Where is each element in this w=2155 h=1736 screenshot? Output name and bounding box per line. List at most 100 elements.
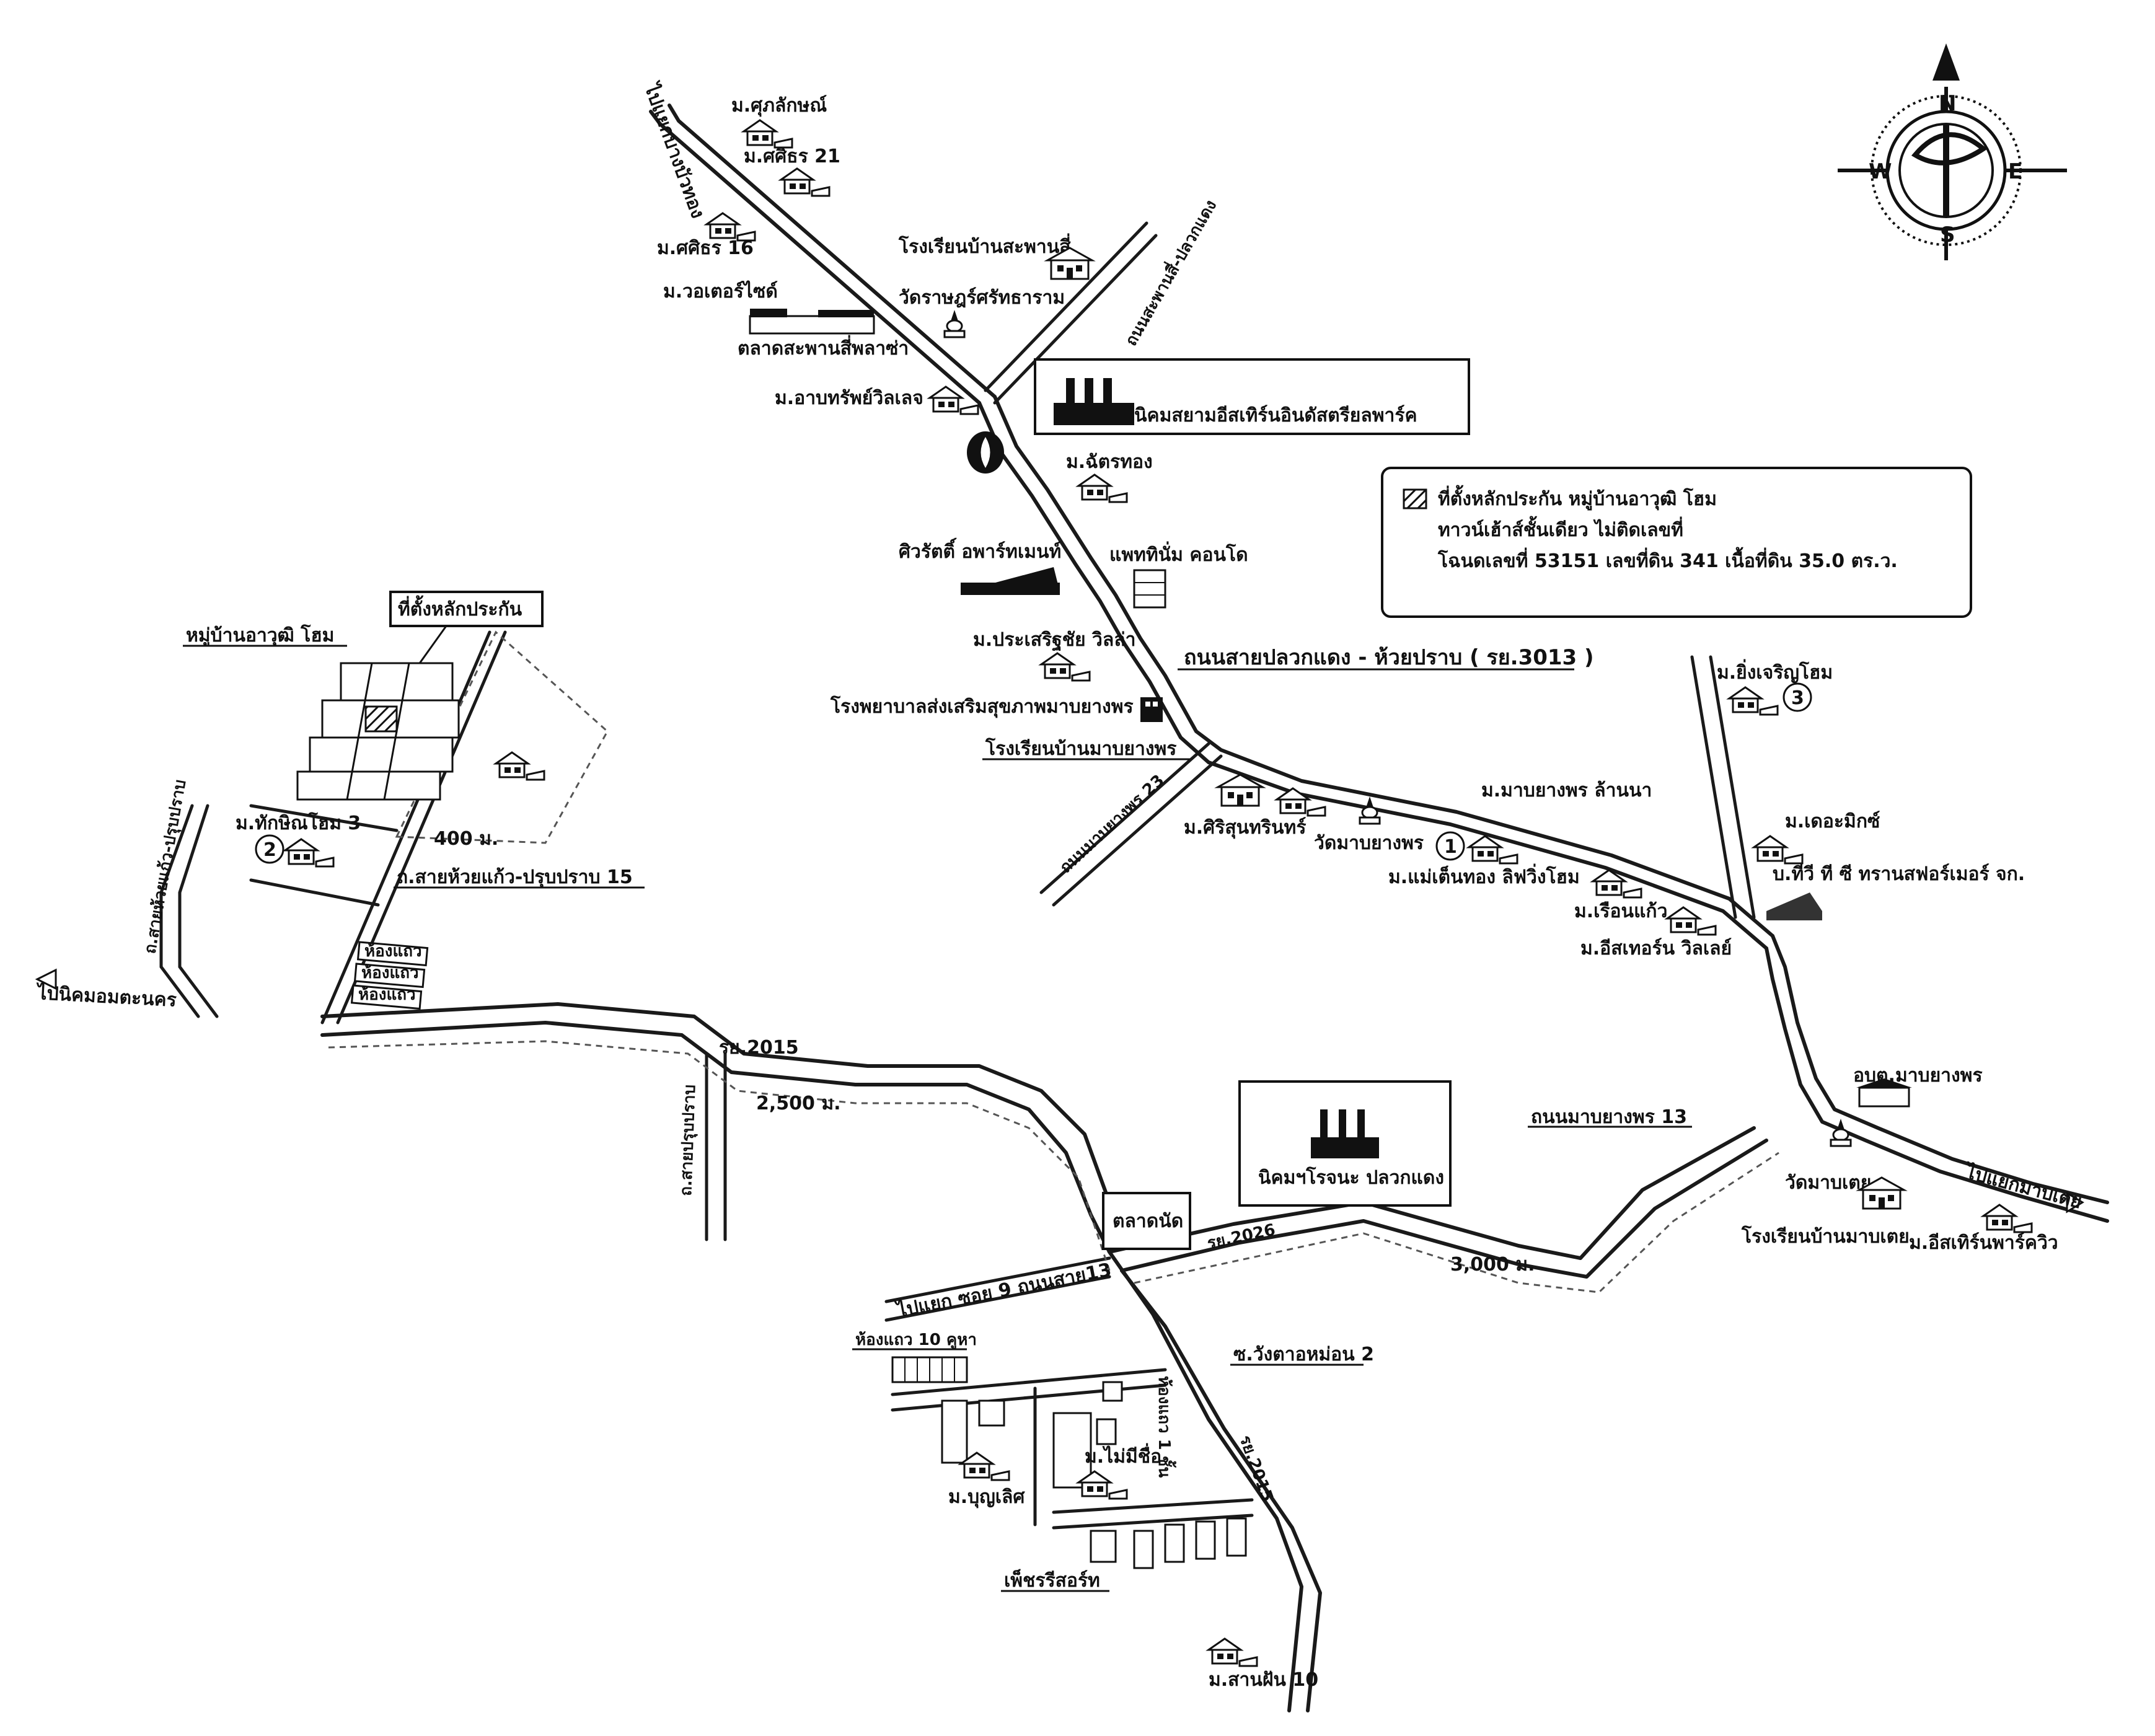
shop-2-label: ห้องแถว	[361, 964, 419, 982]
temple-icon	[1830, 1117, 1852, 1147]
marker-2-number: 2	[263, 839, 276, 861]
road-mabyang23-label: ถนนมาบยางพร 23	[1056, 771, 1168, 877]
m-sanfan10-label: ม.สานฝัน 10	[1209, 1669, 1318, 1691]
collateral-hatch-swatch	[1403, 488, 1427, 509]
to-nikhom-arrow: ไปนิคมอมตะนคร	[35, 968, 177, 1011]
shop-3-label: ห้องแถว	[358, 985, 416, 1004]
m-boonlert-label: ม.บุญเลิศ	[948, 1486, 1025, 1509]
house-icon	[780, 167, 831, 197]
factory-icon	[1311, 1109, 1379, 1158]
house-icon	[1666, 906, 1717, 936]
house-icon	[1753, 835, 1804, 865]
market-nad-label: ตลาดนัด	[1113, 1210, 1183, 1232]
patty-condo-label: แพททินั่ม คอนโด	[1109, 541, 1248, 566]
m-pakitra21-label: ม.ศศิธร 21	[744, 146, 840, 167]
house-icon	[495, 751, 545, 781]
to-soi9-label: ไปแยก ซอย 9 ถนนสาย13	[894, 1259, 1113, 1323]
village-plots	[296, 662, 460, 801]
market-saphan-label: ตลาดสะพานสี่พลาซ่า	[738, 335, 909, 359]
ry2026-label: รย.2026	[1205, 1220, 1277, 1253]
road-huaikaew-label: ถ.สายห้วยแก้ว-ปรุบปราบ	[141, 778, 190, 956]
m-pakitra16-label: ม.ศศิธร 16	[657, 237, 754, 259]
apartment-icon	[961, 567, 1060, 595]
marker-1-number: 1	[1444, 836, 1457, 858]
to-nikhom-label: ไปนิคมอมตะนคร	[35, 982, 177, 1011]
dist-3000-label: 3,000 ม.	[1450, 1254, 1535, 1276]
m-eastern-villa-label: ม.อีสเทอร์น วิลเลย์	[1580, 938, 1732, 959]
ry2015-top-label: รย.2015	[719, 1037, 799, 1059]
collateral-plot	[364, 705, 398, 733]
dist-2500-label: 2,500 ม.	[756, 1093, 841, 1114]
house-icon	[959, 1452, 1010, 1481]
government-building-icon	[1856, 1078, 1912, 1108]
market-icon	[749, 309, 875, 335]
shophouses: ห้องแถว ห้องแถว ห้องแถว	[350, 941, 429, 1010]
shop-row-vertical-label: ห้องแถว 1 ชั้น	[1155, 1376, 1177, 1478]
road-mabyang13-label: ถนนมาบยางพร 13	[1531, 1106, 1687, 1128]
market-nad-box: ตลาดนัด	[1102, 1192, 1191, 1250]
compass-rose: N S E W	[1838, 43, 2067, 260]
shop-row10-label: ห้องแถว 10 คูหา	[855, 1331, 977, 1350]
house-icon	[1592, 869, 1642, 899]
north-arrow-icon	[1932, 43, 1960, 81]
eastern-park-box: นิคมสยามอีสเทิร์นอินดัสตรียลพาร์ค	[1034, 358, 1470, 435]
factory-building-icon	[1766, 892, 1822, 920]
road-wangtakhan-label: ซ.วังตาอหม่อน 2	[1233, 1344, 1374, 1365]
school-saphan-label: โรงเรียนบ้านสะพานสี่	[898, 233, 1071, 258]
compass-n: N	[1939, 91, 1956, 116]
m-chatthong-label: ม.ฉัตรทอง	[1066, 451, 1153, 473]
south-village-plots	[941, 1381, 1247, 1569]
m-maisue-label: ม.ไม่มีชื่อ	[1085, 1443, 1161, 1468]
m-maetun-label: ม.แม่เต็นทอง ลิฟวิ่งโฮม	[1388, 863, 1580, 888]
m-waterside-label: ม.วอเตอร์ไซด์	[663, 280, 778, 302]
marker-1: 1	[1435, 831, 1465, 861]
marker-3-number: 3	[1791, 687, 1804, 709]
m-siri-label: ม.ศิริสุนทรินทร์	[1184, 817, 1306, 839]
road-huaikaew15-label: ถ.สายห้วยแก้ว-ปรุบปราบ 15	[397, 866, 633, 889]
house-icon	[743, 119, 793, 149]
wat-mabyang-label: วัดมาบยางพร	[1314, 832, 1424, 854]
collateral-callout: ที่ตั้งหลักประกัน	[383, 591, 544, 713]
road-prubprab-label: ถ.สายปรุบปราบ	[677, 1084, 700, 1196]
m-tanya-label: ม.ทักษิณโฮม 3	[236, 811, 361, 834]
m-arbsap-label: ม.อาบทรัพย์วิลเลจ	[775, 387, 923, 409]
m-mabyang-lanna-label: ม.มาบยางพร ล้านนา	[1481, 780, 1652, 801]
legend-line-2: ทาวน์เฮ้าส์ชั้นเดียว ไม่ติดเลขที่	[1438, 516, 1683, 541]
house-icon	[284, 838, 335, 868]
house-icon	[928, 386, 979, 415]
rojana-box: นิคมฯโรจนะ ปลวกแดง	[1238, 1080, 1452, 1207]
dist-400-label: 400 ม.	[434, 828, 498, 850]
shop-row10-block	[891, 1356, 968, 1383]
to-mabtai-arrow: ไปแยกมาบเตย	[1962, 1160, 2084, 1214]
legend-box: ที่ตั้งหลักประกัน หมู่บ้านอาวุฒิ โฮม ทาว…	[1381, 467, 1972, 618]
house-icon	[1982, 1204, 2033, 1233]
shop-1-label: ห้องแถว	[364, 942, 422, 961]
road-3013	[993, 395, 1774, 938]
house-icon	[1276, 787, 1326, 817]
compass-e: E	[2008, 159, 2022, 184]
m-eastern-park-view-label: ม.อีสเทิร์นพาร์ควิว	[1909, 1232, 2058, 1254]
to-mabtai-label: ไปแยกมาบเตย	[1962, 1160, 2084, 1213]
m-sukulluck-label: ม.ศุภลักษณ์	[731, 95, 827, 117]
road-network	[159, 104, 2109, 1712]
school-mabyang-label: โรงเรียนบ้านมาบยางพร	[985, 737, 1176, 760]
house-icon	[1207, 1637, 1258, 1667]
m-ankhor-label: ม.ยิ่งเจริญโฮม	[1717, 659, 1833, 684]
road-to-bang-bua-thong-label: ไปแยกบางบัวทอง	[639, 79, 709, 221]
wat-mabtai-label: วัดมาบเตย	[1785, 1172, 1871, 1194]
condo-icon	[1133, 569, 1166, 609]
house-icon	[1040, 652, 1091, 682]
road-to-bang-bua-thong	[668, 104, 997, 399]
hospital-label: โรงพยาบาลส่งเสริมสุขภาพมาบยางพร	[830, 695, 1134, 718]
m-ruankaew-label: ม.เรือนแก้ว	[1574, 901, 1667, 922]
house-icon	[1077, 474, 1128, 503]
school-mabtai-label: โรงเรียนบ้านมาบเตย	[1741, 1225, 1910, 1248]
marker-2: 2	[255, 834, 284, 864]
eastern-park-label: นิคมสยามอีสเทิร์นอินดัสตรียลพาร์ค	[1134, 405, 1417, 426]
temple-icon	[1359, 795, 1381, 825]
road-saphan-label: ถนนสะพานสี่-ปลวกแดง	[1119, 195, 1221, 349]
house-icon	[1728, 686, 1779, 716]
petch-resort-label: เพ็ชรรีสอร์ท	[1004, 1569, 1100, 1592]
wat-rat-label: วัดราษฎร์ศรัทธาราม	[899, 287, 1065, 309]
legend-title: ที่ตั้งหลักประกัน หมู่บ้านอาวุฒิ โฮม	[1438, 485, 1717, 511]
